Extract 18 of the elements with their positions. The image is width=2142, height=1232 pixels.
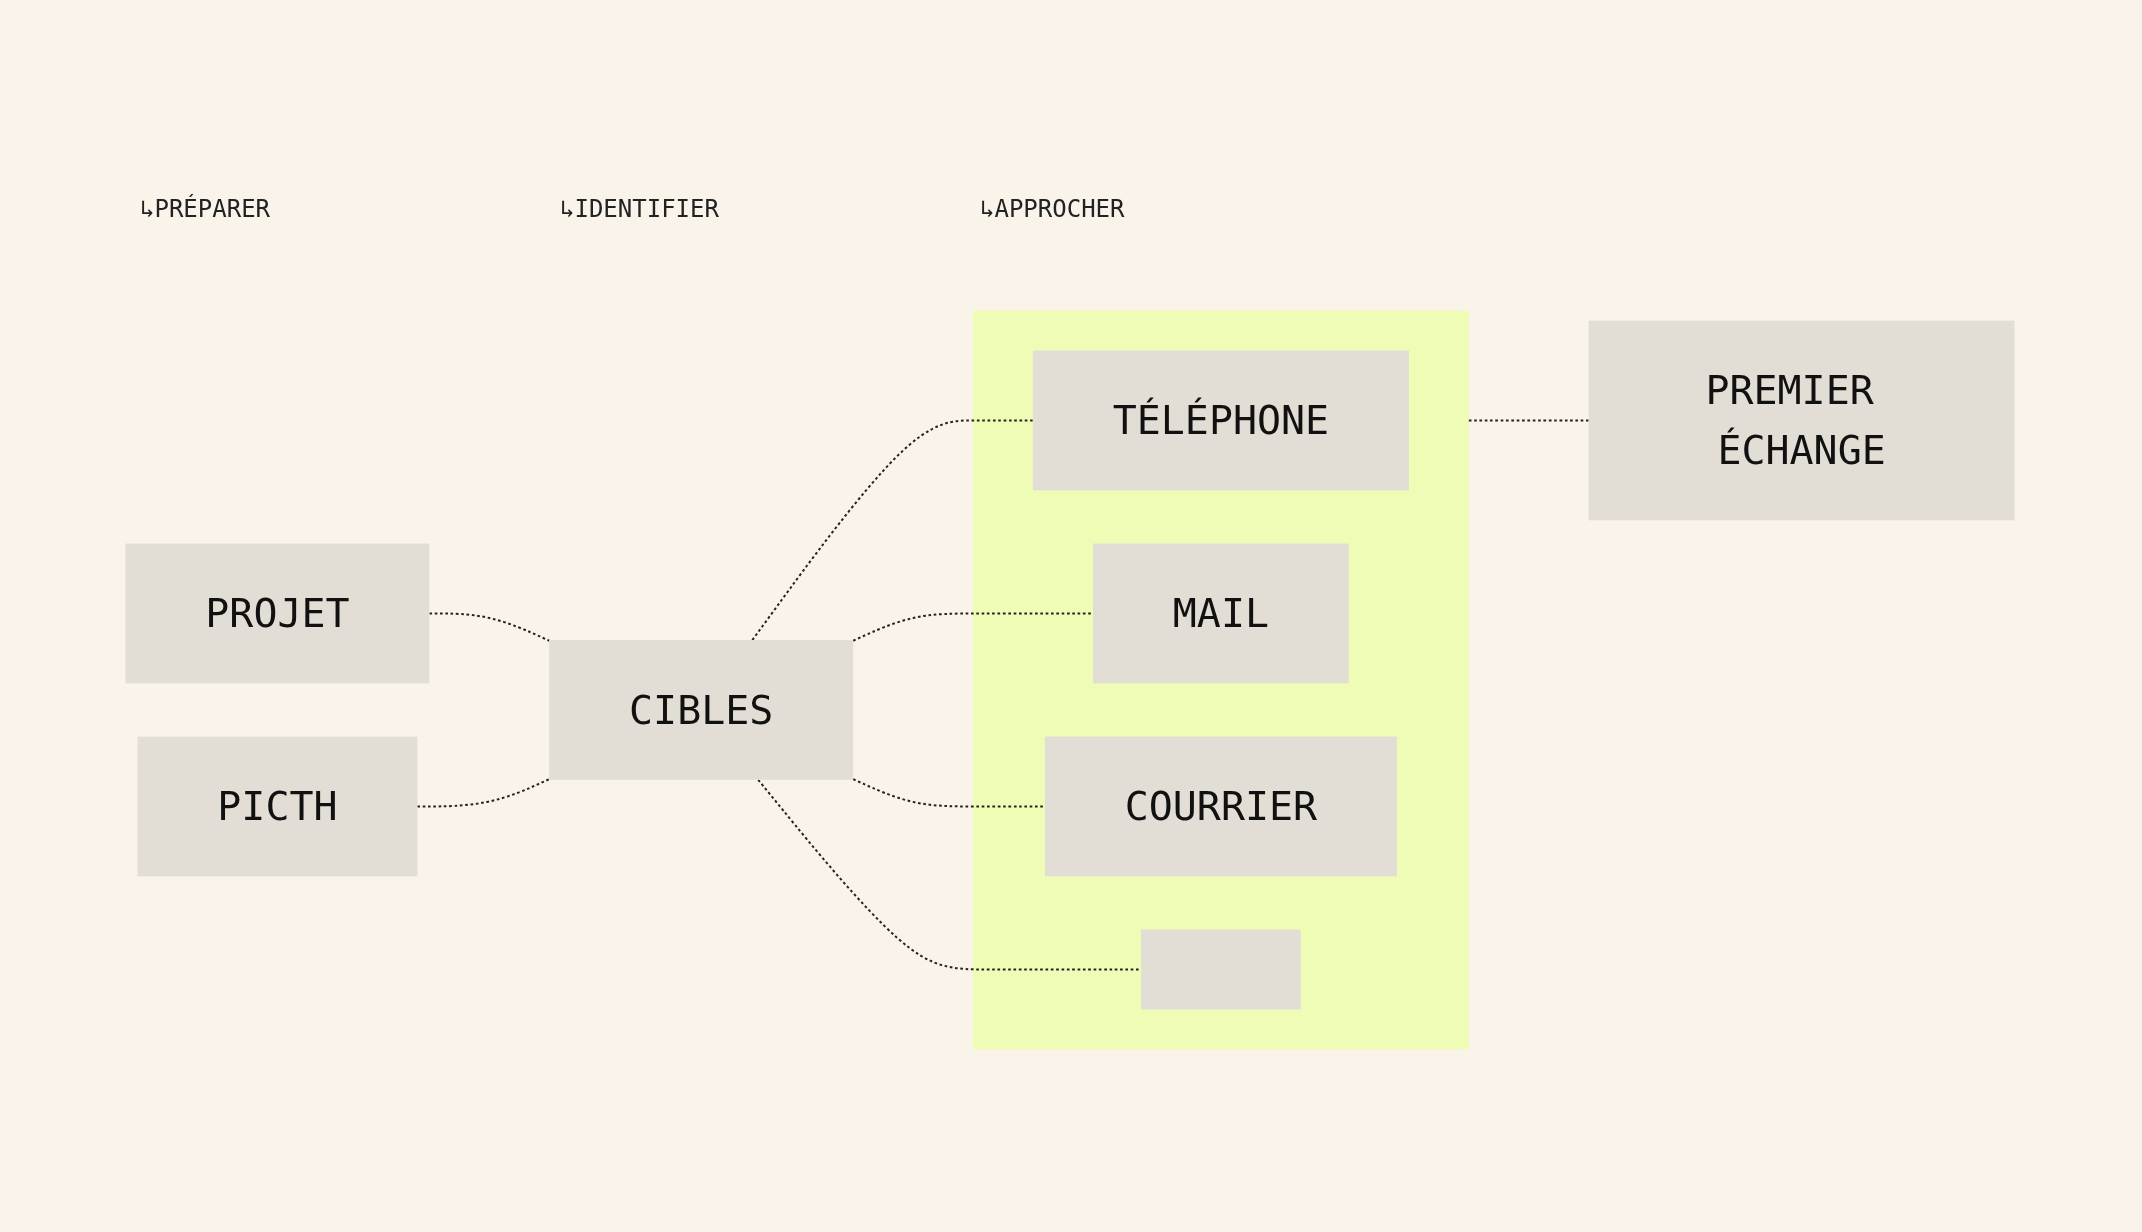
cluster [972,310,1469,1050]
node-box: COURRIER [1044,736,1397,877]
connector [1467,419,1590,422]
node-box: PICTH [137,736,418,877]
node-box: PROJET [125,543,430,684]
connector [751,419,1034,642]
node-box [1141,929,1301,1010]
connector [428,612,551,642]
column-heading: ↳APPROCHER [980,195,1126,223]
column-heading: ↳PRÉPARER [140,195,272,223]
connector [852,612,1094,642]
node-box: TÉLÉPHONE [1032,350,1409,491]
column-heading: ↳IDENTIFIER [560,195,720,223]
node-box: PREMIER ÉCHANGE [1588,320,2015,521]
connector [416,778,551,808]
node-box: CIBLES [549,640,854,780]
node-box: MAIL [1092,543,1349,684]
connector [852,778,1046,808]
